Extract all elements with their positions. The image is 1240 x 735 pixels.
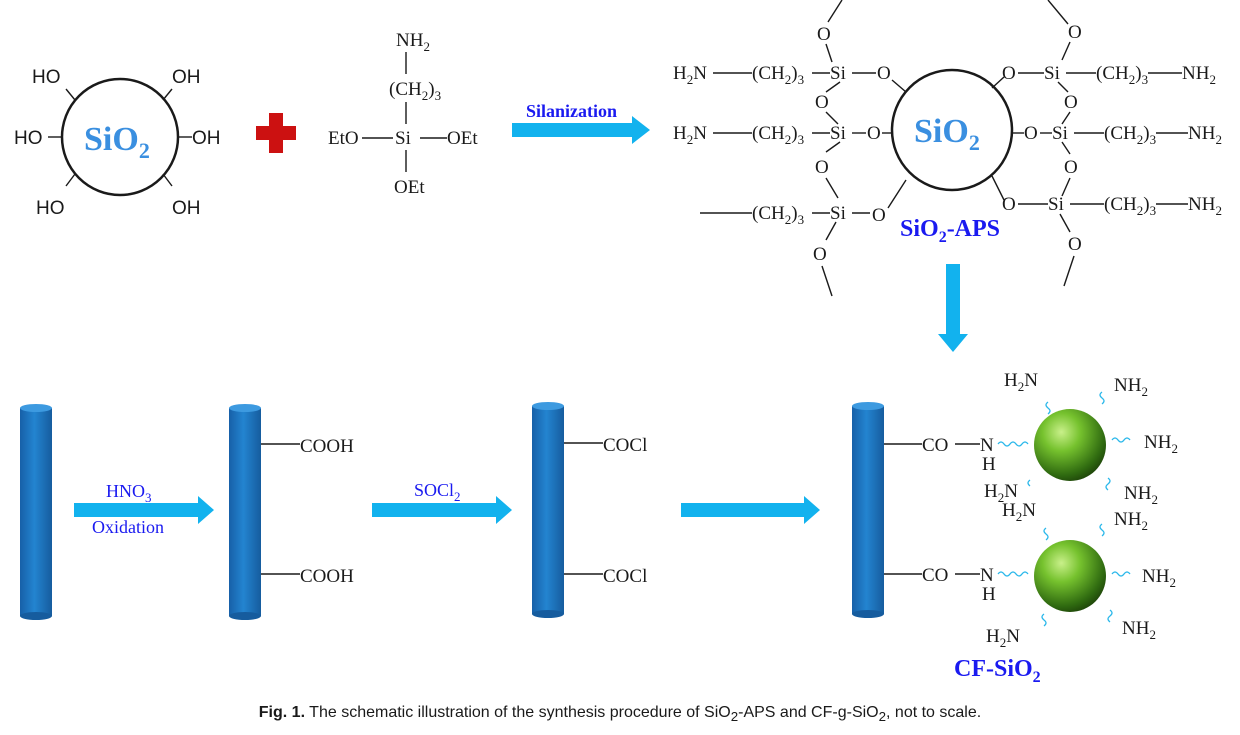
svg-text:O: O bbox=[1002, 194, 1016, 215]
svg-text:O: O bbox=[872, 205, 886, 226]
plus-icon bbox=[256, 113, 296, 153]
amine-group: NH2 bbox=[1188, 194, 1222, 218]
sio2-label: SiO2 bbox=[914, 113, 980, 155]
svg-text:O: O bbox=[1068, 234, 1082, 255]
oxidation-label: Oxidation bbox=[92, 517, 164, 537]
svg-text:O: O bbox=[1064, 92, 1078, 113]
svg-text:O: O bbox=[817, 24, 831, 45]
oxidation-arrow: HNO3 Oxidation bbox=[74, 481, 214, 537]
amine-group: H2N bbox=[1002, 500, 1036, 524]
propyl-chain: (CH2)3 bbox=[1104, 123, 1156, 147]
caption-text: The schematic illustration of the synthe… bbox=[309, 704, 731, 721]
svg-text:H: H bbox=[982, 584, 996, 605]
amine-group: NH2 bbox=[1124, 483, 1158, 507]
amine-group: H2N bbox=[673, 123, 707, 147]
svg-text:O: O bbox=[867, 123, 881, 144]
svg-text:O: O bbox=[1068, 22, 1082, 43]
oh-group: OH bbox=[172, 67, 201, 88]
socl2-label: SOCl2 bbox=[414, 480, 461, 504]
acylation-arrow: SOCl2 bbox=[372, 480, 512, 524]
sio2-label: SiO2 bbox=[84, 121, 150, 163]
silica-nanoparticle bbox=[1034, 540, 1106, 612]
svg-text:Si: Si bbox=[1044, 63, 1060, 84]
svg-text:Si: Si bbox=[830, 203, 846, 224]
amine-group: H2N bbox=[673, 63, 707, 87]
cocl-group: COCl bbox=[603, 435, 647, 456]
aps-si: Si bbox=[395, 128, 411, 149]
down-arrow bbox=[938, 264, 968, 352]
amine-group: NH2 bbox=[1188, 123, 1222, 147]
figure-number: Fig. 1. bbox=[258, 704, 306, 721]
oh-group: HO bbox=[32, 67, 61, 88]
cocl-group: COCl bbox=[603, 566, 647, 587]
amide-co: CO bbox=[922, 435, 948, 456]
aps-oet: OEt bbox=[447, 128, 478, 149]
svg-text:O: O bbox=[877, 63, 891, 84]
cf-sio2-label: CF-SiO2 bbox=[954, 656, 1041, 686]
svg-text:O: O bbox=[813, 244, 827, 265]
grafting-arrow bbox=[681, 496, 820, 524]
svg-text:O: O bbox=[815, 92, 829, 113]
silanization-arrow: Silanization bbox=[512, 101, 650, 144]
silica-nanoparticle bbox=[1034, 409, 1106, 481]
svg-text:N: N bbox=[980, 565, 994, 586]
amine-group: NH2 bbox=[1114, 375, 1148, 399]
amine-group: H2N bbox=[1004, 370, 1038, 394]
propyl-chain: (CH2)3 bbox=[752, 63, 804, 87]
propyl-chain: (CH2)3 bbox=[752, 123, 804, 147]
svg-text:O: O bbox=[1064, 157, 1078, 178]
aps-nh2: NH2 bbox=[396, 30, 430, 54]
amine-group: NH2 bbox=[1182, 63, 1216, 87]
oh-group: OH bbox=[172, 198, 201, 219]
svg-text:Si: Si bbox=[1052, 123, 1068, 144]
svg-text:N: N bbox=[980, 435, 994, 456]
sio2-aps-label: SiO2-APS bbox=[900, 216, 1000, 246]
amine-group: NH2 bbox=[1114, 509, 1148, 533]
acyl-chloride-fiber: COCl COCl bbox=[532, 402, 647, 618]
aps-oet: EtO bbox=[328, 128, 359, 149]
silica-particle: SiO2 HO OH HO OH HO OH bbox=[14, 67, 221, 219]
sio2-aps-particle: SiO2 O H2N (CH2)3 Si O O H2N (CH2)3 Si O… bbox=[673, 0, 1222, 297]
amine-group: NH2 bbox=[1144, 432, 1178, 456]
aps-oet: OEt bbox=[394, 177, 425, 198]
propyl-chain: (CH2)3 bbox=[1096, 63, 1148, 87]
svg-text:Si: Si bbox=[830, 123, 846, 144]
svg-text:Si: Si bbox=[1048, 194, 1064, 215]
silanization-label: Silanization bbox=[526, 101, 617, 121]
svg-text:Si: Si bbox=[830, 63, 846, 84]
svg-text:H: H bbox=[982, 454, 996, 475]
oh-group: HO bbox=[14, 128, 43, 149]
amine-group: H2N bbox=[984, 481, 1018, 505]
cf-sio2-fiber: CO N H CO N H H2N NH2 NH2 NH2 H2N H2N NH… bbox=[852, 370, 1178, 686]
aps-molecule: NH2 (CH2)3 Si EtO OEt OEt bbox=[328, 30, 478, 198]
oh-group: HO bbox=[36, 198, 65, 219]
amine-group: NH2 bbox=[1142, 566, 1176, 590]
hno3-label: HNO3 bbox=[106, 481, 152, 505]
amide-co: CO bbox=[922, 565, 948, 586]
oxidized-fiber: COOH COOH bbox=[229, 404, 354, 620]
cooh-group: COOH bbox=[300, 436, 354, 457]
svg-text:O: O bbox=[815, 157, 829, 178]
svg-text:O: O bbox=[1002, 63, 1016, 84]
oh-group: OH bbox=[192, 128, 221, 149]
svg-text:O: O bbox=[1024, 123, 1038, 144]
cooh-group: COOH bbox=[300, 566, 354, 587]
amine-group: H2N bbox=[986, 626, 1020, 650]
propyl-chain: (CH2)3 bbox=[752, 203, 804, 227]
propyl-chain: (CH2)3 bbox=[1104, 194, 1156, 218]
amine-group: NH2 bbox=[1122, 618, 1156, 642]
aps-chain: (CH2)3 bbox=[389, 79, 441, 103]
carbon-fiber bbox=[20, 404, 52, 620]
figure-caption: Fig. 1. The schematic illustration of th… bbox=[258, 704, 982, 725]
